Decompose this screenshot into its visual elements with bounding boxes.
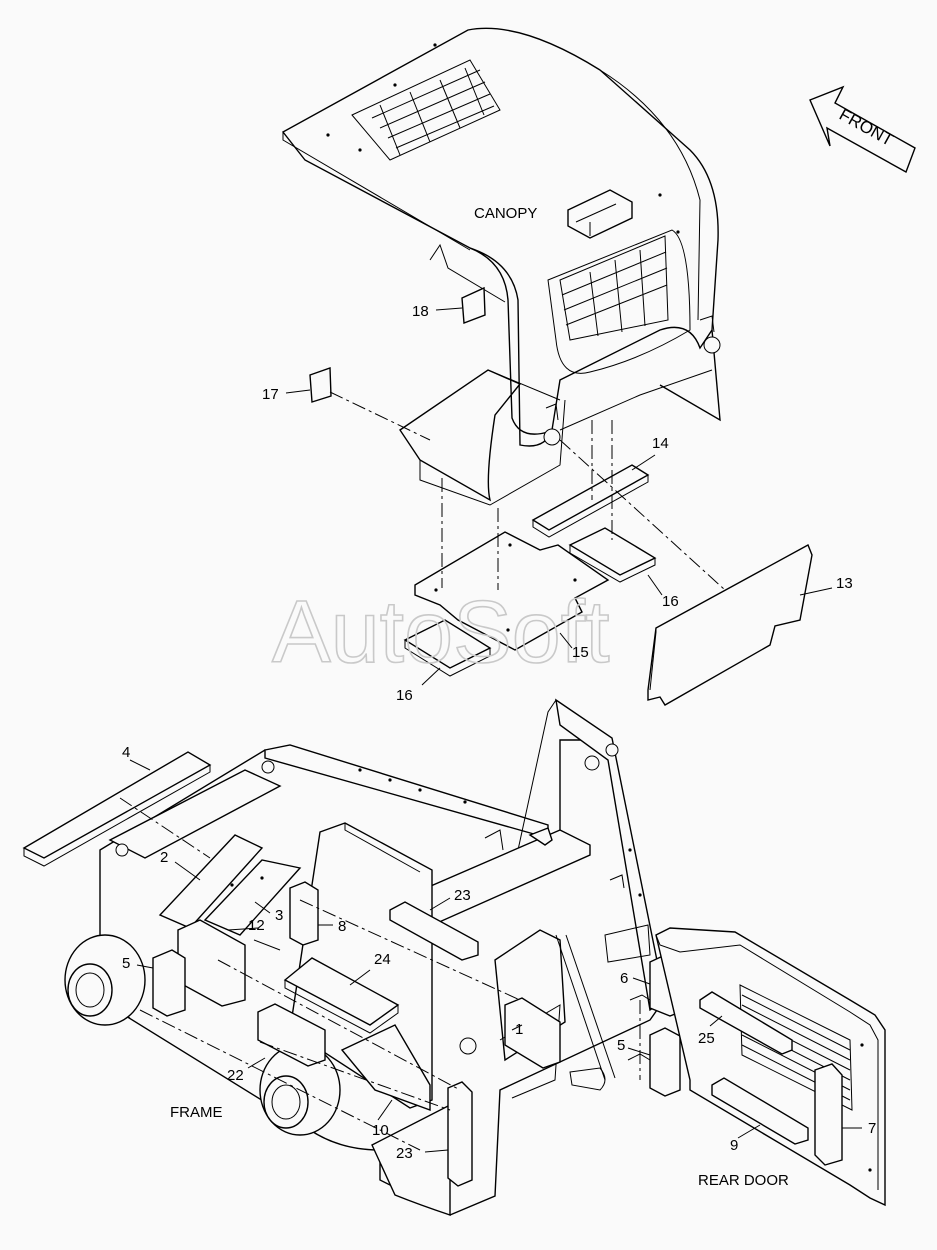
part-5-pad-right <box>649 1027 681 1097</box>
watermark: AutoSoft <box>272 582 610 681</box>
callout-16-left: 16 <box>396 687 413 704</box>
part-8-pad <box>289 881 319 946</box>
frame-label: FRAME <box>170 1104 223 1121</box>
part-13-panel <box>647 544 813 706</box>
part-4-strip <box>22 751 212 867</box>
hub-left <box>64 934 146 1026</box>
callout-13: 13 <box>836 575 853 592</box>
callout-5-left: 5 <box>122 955 130 972</box>
callout-3: 3 <box>275 907 283 924</box>
canopy-assembly <box>281 27 721 506</box>
part-23-front-pad <box>447 1081 473 1187</box>
rear-door-label: REAR DOOR <box>698 1172 789 1189</box>
callout-16-right: 16 <box>662 593 679 610</box>
callout-18: 18 <box>412 303 429 320</box>
callout-5-right: 5 <box>617 1037 625 1054</box>
part-25-strip <box>699 991 793 1055</box>
part-1-pad <box>504 997 561 1069</box>
part-10-pad <box>340 1024 431 1111</box>
roof-vents <box>351 59 501 161</box>
callout-25: 25 <box>698 1030 715 1047</box>
part-16-pad-left <box>403 619 492 677</box>
callout-8: 8 <box>338 918 346 935</box>
part-5-pad-left <box>152 949 186 1017</box>
callout-4: 4 <box>122 744 130 761</box>
callout-12: 12 <box>248 917 265 934</box>
part-18-pad <box>461 286 486 324</box>
part-9-strip <box>711 1077 809 1145</box>
front-arrow: FRONT <box>809 85 916 174</box>
callout-6: 6 <box>620 970 628 987</box>
callout-14: 14 <box>652 435 669 452</box>
part-16-pad-right <box>568 527 657 583</box>
part-15-floor-mat <box>414 531 610 651</box>
callout-9: 9 <box>730 1137 738 1154</box>
callout-22: 22 <box>227 1067 244 1084</box>
canopy-label: CANOPY <box>474 205 537 222</box>
callout-7: 7 <box>868 1120 876 1137</box>
callout-2: 2 <box>160 849 168 866</box>
part-14-strip <box>531 464 650 538</box>
part-17-pad <box>309 367 431 441</box>
callout-1: 1 <box>515 1021 523 1038</box>
part-24-pad <box>283 957 400 1034</box>
callout-15: 15 <box>572 644 589 661</box>
part-22-pad <box>257 1003 326 1067</box>
part-23-top-pad <box>389 901 479 961</box>
callout-17: 17 <box>262 386 279 403</box>
callout-24: 24 <box>374 951 391 968</box>
callout-23-top: 23 <box>454 887 471 904</box>
part-7-pad <box>814 1063 843 1166</box>
callout-23-front: 23 <box>396 1145 413 1162</box>
callout-10: 10 <box>372 1122 389 1139</box>
leader-lines <box>129 307 862 1153</box>
side-vents <box>559 235 669 341</box>
rear-door-assembly <box>655 927 886 1207</box>
